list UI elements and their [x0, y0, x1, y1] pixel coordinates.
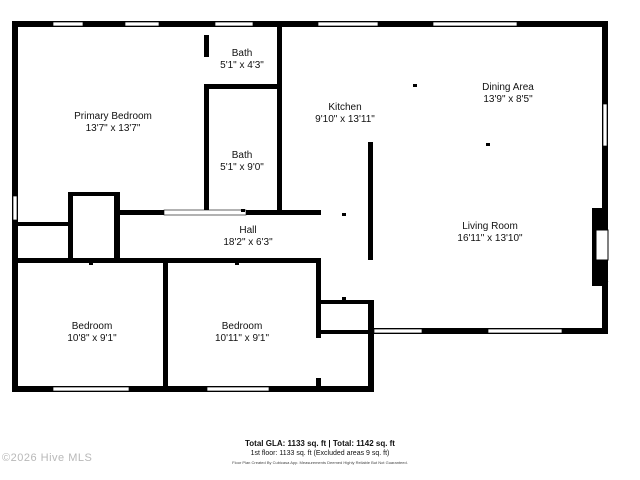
room-dimensions: 13'7" x 13'7" [85, 123, 141, 134]
room-name: Hall [239, 225, 257, 236]
wall-bath-left [204, 89, 209, 213]
room-dimensions: 5'1" x 4'3" [220, 60, 264, 71]
room-label-primary-bedroom: Primary Bedroom 13'7" x 13'7" [74, 111, 152, 135]
windows [12, 21, 608, 392]
room-dimensions: 16'11" x 13'10" [457, 233, 523, 244]
kitchen-counter [368, 142, 373, 260]
room-name: Bath [231, 48, 253, 59]
room-name: Bath [231, 150, 253, 161]
room-label-bedroom-right: Bedroom 10'11" x 9'1" [215, 321, 269, 345]
dimension-ticks [89, 84, 490, 300]
room-dimensions: 9'10" x 13'11" [315, 114, 375, 125]
room-dimensions: 10'8" x 9'1" [67, 333, 117, 344]
window [52, 21, 84, 27]
window [317, 21, 379, 27]
room-name: Bedroom [71, 321, 113, 332]
wall-bath-right [277, 25, 282, 215]
window [12, 195, 18, 221]
room-label-kitchen: Kitchen 9'10" x 13'11" [315, 102, 375, 126]
wall-bottom-left [12, 386, 374, 392]
fireplace-inner [595, 229, 609, 261]
window [432, 21, 518, 27]
wall-bath-lower-left [204, 35, 209, 57]
wall-closet-c-top [68, 192, 120, 196]
wall-notch-right [368, 300, 374, 392]
window [373, 328, 423, 334]
room-label-hall: Hall 18'2" x 6'3" [223, 225, 272, 249]
room-name: Living Room [462, 221, 518, 232]
wall-primary-bottom-b [246, 210, 321, 215]
window [602, 103, 608, 147]
room-label-bath-upper: Bath 5'1" x 4'3" [220, 48, 264, 72]
wall-primary-bottom-a [120, 210, 164, 215]
wall-bedroom2-top [163, 258, 321, 263]
wall-closet-a-top [18, 222, 72, 226]
window [487, 328, 563, 334]
window [124, 21, 160, 27]
disclaimer: Floor Plan Created By Cubicasa App. Meas… [232, 460, 408, 465]
door-gap [163, 209, 247, 216]
wall-bedroom-divider [163, 258, 168, 392]
room-label-living-room: Living Room 16'11" x 13'10" [457, 221, 522, 245]
area-summary: Total GLA: 1133 sq. ft | Total: 1142 sq.… [232, 438, 408, 467]
room-label-bath-lower: Bath 5'1" x 9'0" [220, 150, 264, 174]
wall-closet-c [114, 192, 120, 262]
room-label-bedroom-left: Bedroom 10'8" x 9'1" [67, 321, 116, 345]
door-gap [316, 338, 321, 378]
window [214, 21, 254, 27]
total-area: Total GLA: 1133 sq. ft | Total: 1142 sq.… [245, 439, 395, 448]
fireplace [592, 208, 609, 286]
room-label-dining-area: Dining Area 13'9" x 8'5" [482, 82, 534, 106]
window [206, 386, 270, 392]
wall-closet-d-top [321, 300, 374, 304]
room-dimensions: 13'9" x 8'5" [483, 94, 533, 105]
mls-watermark: ©2026 Hive MLS [2, 452, 93, 464]
room-dimensions: 5'1" x 9'0" [220, 162, 264, 173]
wall-bedroom2-right [316, 258, 321, 386]
room-name: Primary Bedroom [74, 111, 152, 122]
wall-right [602, 21, 608, 334]
room-dimensions: 10'11" x 9'1" [214, 333, 270, 344]
window [52, 386, 130, 392]
room-dimensions: 18'2" x 6'3" [223, 237, 273, 248]
floor-area: 1st floor: 1133 sq. ft (Excluded areas 9… [250, 450, 390, 457]
wall-closet-b [68, 192, 73, 258]
room-name: Bedroom [221, 321, 263, 332]
wall-closet-d-bottom [321, 330, 368, 334]
doors [163, 209, 321, 378]
wall-bedroom1-top [18, 258, 163, 263]
room-name: Kitchen [328, 102, 362, 113]
room-name: Dining Area [482, 82, 534, 93]
